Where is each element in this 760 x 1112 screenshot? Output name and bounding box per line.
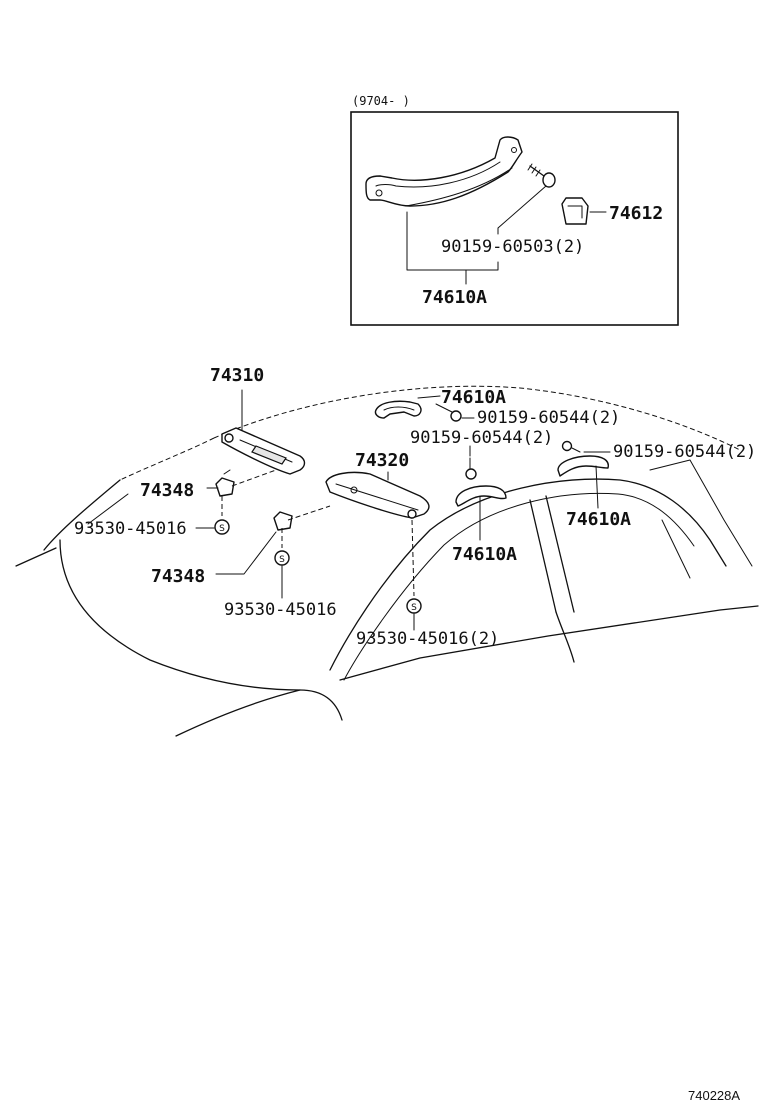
leader-inset-grip xyxy=(406,211,499,271)
install-line-clip-3 xyxy=(411,519,415,597)
door-frame-inner xyxy=(343,492,695,681)
inset-clip-detail xyxy=(567,205,583,219)
roof-outline-front xyxy=(119,437,215,481)
clip-s-circle-3 xyxy=(406,598,422,614)
screw-rear-head xyxy=(561,440,573,452)
screw-mid xyxy=(465,457,477,480)
grip-front-body xyxy=(374,400,422,419)
label-holder-lower: 74348 xyxy=(151,566,205,587)
body-front-curve xyxy=(59,539,343,721)
screw-rear-shaft xyxy=(571,447,581,453)
label-inset-screw: 90159-60503(2) xyxy=(441,237,584,257)
holder-upper-tab xyxy=(223,469,231,475)
leader-inset-screw xyxy=(497,185,547,235)
windshield-top xyxy=(43,479,121,551)
rear-quarter-line xyxy=(649,459,753,567)
grip-rear-body xyxy=(557,455,609,477)
holder-upper-body xyxy=(215,477,235,497)
roof-outline-upper xyxy=(213,385,741,451)
label-holder-upper: 74348 xyxy=(140,480,194,501)
c-pillar-line xyxy=(661,519,691,579)
hood-line xyxy=(15,547,57,567)
clip-s-text-3: S xyxy=(411,603,417,613)
label-visor-left: 74310 xyxy=(210,365,264,386)
vehicle-outline xyxy=(15,385,759,737)
label-grip-front: 74610A xyxy=(441,387,506,408)
label-inset-clip: 74612 xyxy=(609,203,663,224)
inset-grip-hole-right xyxy=(511,147,517,153)
label-screw-rear: 90159-60544(2) xyxy=(613,442,756,462)
label-screw-front: 90159-60544(2) xyxy=(477,408,620,428)
grip-front-ridge xyxy=(383,406,415,411)
visor-right-body xyxy=(325,471,430,519)
label-grip-rear: 74610A xyxy=(566,509,631,530)
window-sill-line xyxy=(339,605,759,681)
screw-front-shaft xyxy=(435,403,453,413)
assist-grip-front xyxy=(374,400,422,419)
leader-grip-front xyxy=(417,395,441,399)
label-clip-1: 93530-45016 xyxy=(74,519,187,539)
visor-right-hole xyxy=(350,486,358,494)
clip-s-circle-1 xyxy=(214,519,230,535)
visor-holder-upper xyxy=(215,469,235,497)
assist-grip-mid xyxy=(455,485,507,507)
inset-grip-body xyxy=(365,136,523,207)
screw-rear xyxy=(561,440,581,453)
inset-screw-shaft xyxy=(529,165,545,177)
clip-s-circle-2 xyxy=(274,550,290,566)
screw-front-head xyxy=(450,410,462,422)
label-inset-grip: 74610A xyxy=(422,287,487,308)
clip-symbol-2: S xyxy=(274,550,290,566)
screw-front xyxy=(435,403,462,422)
visor-right-pivot xyxy=(407,509,417,519)
label-clip-2: 93530-45016 xyxy=(224,600,337,620)
inset-screw-head xyxy=(542,172,556,188)
door-frame-outer xyxy=(329,478,727,671)
install-line-holder-upper xyxy=(231,469,277,487)
sun-visor-left xyxy=(221,427,306,475)
inset-screw xyxy=(527,163,556,188)
lower-front-line xyxy=(175,689,301,737)
holder-lower-body xyxy=(273,511,293,531)
install-line-holder-lower xyxy=(287,505,331,521)
b-pillar-rear xyxy=(545,495,575,613)
clip-s-text-2: S xyxy=(279,555,285,565)
inset-grip-edge xyxy=(405,167,513,207)
visor-left-mirror xyxy=(251,445,287,465)
visor-left-pivot xyxy=(224,433,234,443)
label-clip-3: 93530-45016(2) xyxy=(356,629,499,649)
inset-grip-hole-left xyxy=(375,189,383,197)
inset-panel: (9704- ) 74612 90159-60503(2) 74610A xyxy=(350,94,679,326)
inset-date-range: (9704- ) xyxy=(352,94,410,108)
inset-grip-ridge xyxy=(375,161,501,188)
leader-holder-lower xyxy=(215,531,277,575)
visor-holder-lower xyxy=(273,511,293,531)
inset-clip-body xyxy=(561,197,589,225)
b-pillar-lower xyxy=(555,611,575,663)
visor-right-ridge xyxy=(335,483,419,511)
assist-grip-rear xyxy=(557,455,609,477)
clip-s-text-1: S xyxy=(219,524,225,534)
leader-clip-1-diag xyxy=(87,493,129,525)
inset-frame xyxy=(350,111,679,326)
clip-symbol-3: S xyxy=(406,598,422,614)
sun-visor-right xyxy=(325,471,430,519)
clip-symbol-1: S xyxy=(214,519,230,535)
label-screw-mid: 90159-60544(2) xyxy=(410,428,553,448)
b-pillar-front xyxy=(529,499,557,613)
label-visor-right: 74320 xyxy=(355,450,409,471)
grip-mid-body xyxy=(455,485,507,507)
inset-clip xyxy=(561,197,589,225)
inset-screw-thread xyxy=(527,163,541,177)
inset-assist-grip xyxy=(365,136,523,207)
screw-mid-head xyxy=(465,468,477,480)
label-grip-mid: 74610A xyxy=(452,544,517,565)
diagram-code: 740228A xyxy=(688,1088,740,1103)
leader-grip-rear xyxy=(595,465,599,509)
